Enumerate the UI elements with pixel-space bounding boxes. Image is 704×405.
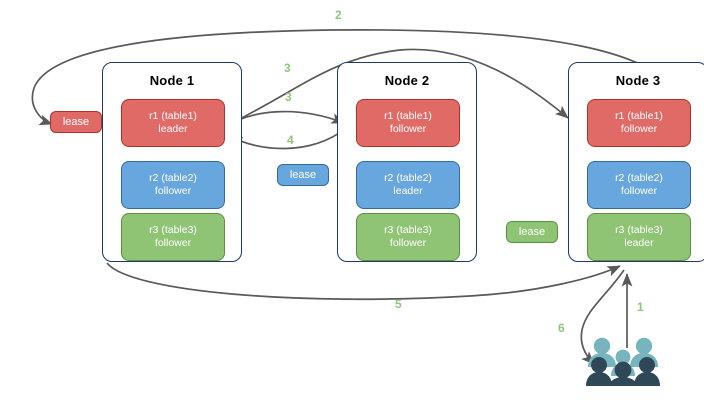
- node-title-2: Node 2: [384, 73, 430, 88]
- replica-n3-r3[interactable]: r3 (table3) leader: [587, 213, 691, 261]
- replica-n3-r2-line2: follower: [620, 185, 658, 197]
- lease-badge-blue[interactable]: lease: [277, 164, 329, 186]
- replica-n1-r1-line1: r1 (table1): [149, 110, 197, 122]
- node-title-1: Node 1: [149, 73, 195, 88]
- replica-n1-r3-line1: r3 (table3): [149, 224, 197, 236]
- step-label-4: 4: [287, 133, 294, 147]
- replica-n3-r2-line1: r2 (table2): [615, 172, 663, 184]
- replica-n1-r2-line1: r2 (table2): [149, 172, 197, 184]
- node-container-2[interactable]: Node 2 r1 (table1) follower r2 (table2) …: [337, 62, 477, 262]
- replica-n3-r1[interactable]: r1 (table1) follower: [587, 99, 691, 147]
- node-container-3[interactable]: Node 3 r1 (table1) follower r2 (table2) …: [568, 62, 704, 262]
- lease-badge-red[interactable]: lease: [50, 111, 102, 133]
- replica-n1-r1[interactable]: r1 (table1) leader: [121, 99, 225, 147]
- replica-n2-r3[interactable]: r3 (table3) follower: [356, 213, 460, 261]
- users-icon: [586, 337, 660, 386]
- step-label-1: 1: [637, 300, 644, 314]
- replica-n2-r1[interactable]: r1 (table1) follower: [356, 99, 460, 147]
- replica-n2-r3-line1: r3 (table3): [384, 224, 432, 236]
- step-label-2: 2: [335, 8, 342, 22]
- replica-n2-r2-line2: leader: [393, 185, 423, 197]
- replica-n3-r1-line1: r1 (table1): [615, 110, 663, 122]
- replica-n3-r3-line2: leader: [624, 237, 654, 249]
- replica-n1-r3[interactable]: r3 (table3) follower: [121, 213, 225, 261]
- replica-n3-r2[interactable]: r2 (table2) follower: [587, 161, 691, 209]
- replica-n2-r1-line2: follower: [389, 123, 427, 135]
- replica-n1-r2[interactable]: r2 (table2) follower: [121, 161, 225, 209]
- node-container-1[interactable]: Node 1 r1 (table1) leader r2 (table2) fo…: [102, 62, 242, 262]
- replica-n3-r3-line1: r3 (table3): [615, 224, 663, 236]
- step-label-5: 5: [395, 297, 402, 311]
- lease-badge-green[interactable]: lease: [506, 221, 558, 243]
- replica-n1-r3-line2: follower: [154, 237, 192, 249]
- replica-n1-r1-line2: leader: [158, 123, 188, 135]
- step-label-3-upper: 3: [284, 61, 291, 75]
- edge-5-path: [106, 262, 621, 301]
- replica-n2-r2[interactable]: r2 (table2) leader: [356, 161, 460, 209]
- replica-n2-r2-line1: r2 (table2): [384, 172, 432, 184]
- replica-n3-r1-line2: follower: [620, 123, 658, 135]
- replica-n1-r2-line2: follower: [154, 185, 192, 197]
- step-label-6: 6: [558, 321, 565, 335]
- replica-n2-r1-line1: r1 (table1): [384, 110, 432, 122]
- step-label-3-lower: 3: [285, 90, 292, 104]
- node-title-3: Node 3: [615, 73, 661, 88]
- replica-n2-r3-line2: follower: [389, 237, 427, 249]
